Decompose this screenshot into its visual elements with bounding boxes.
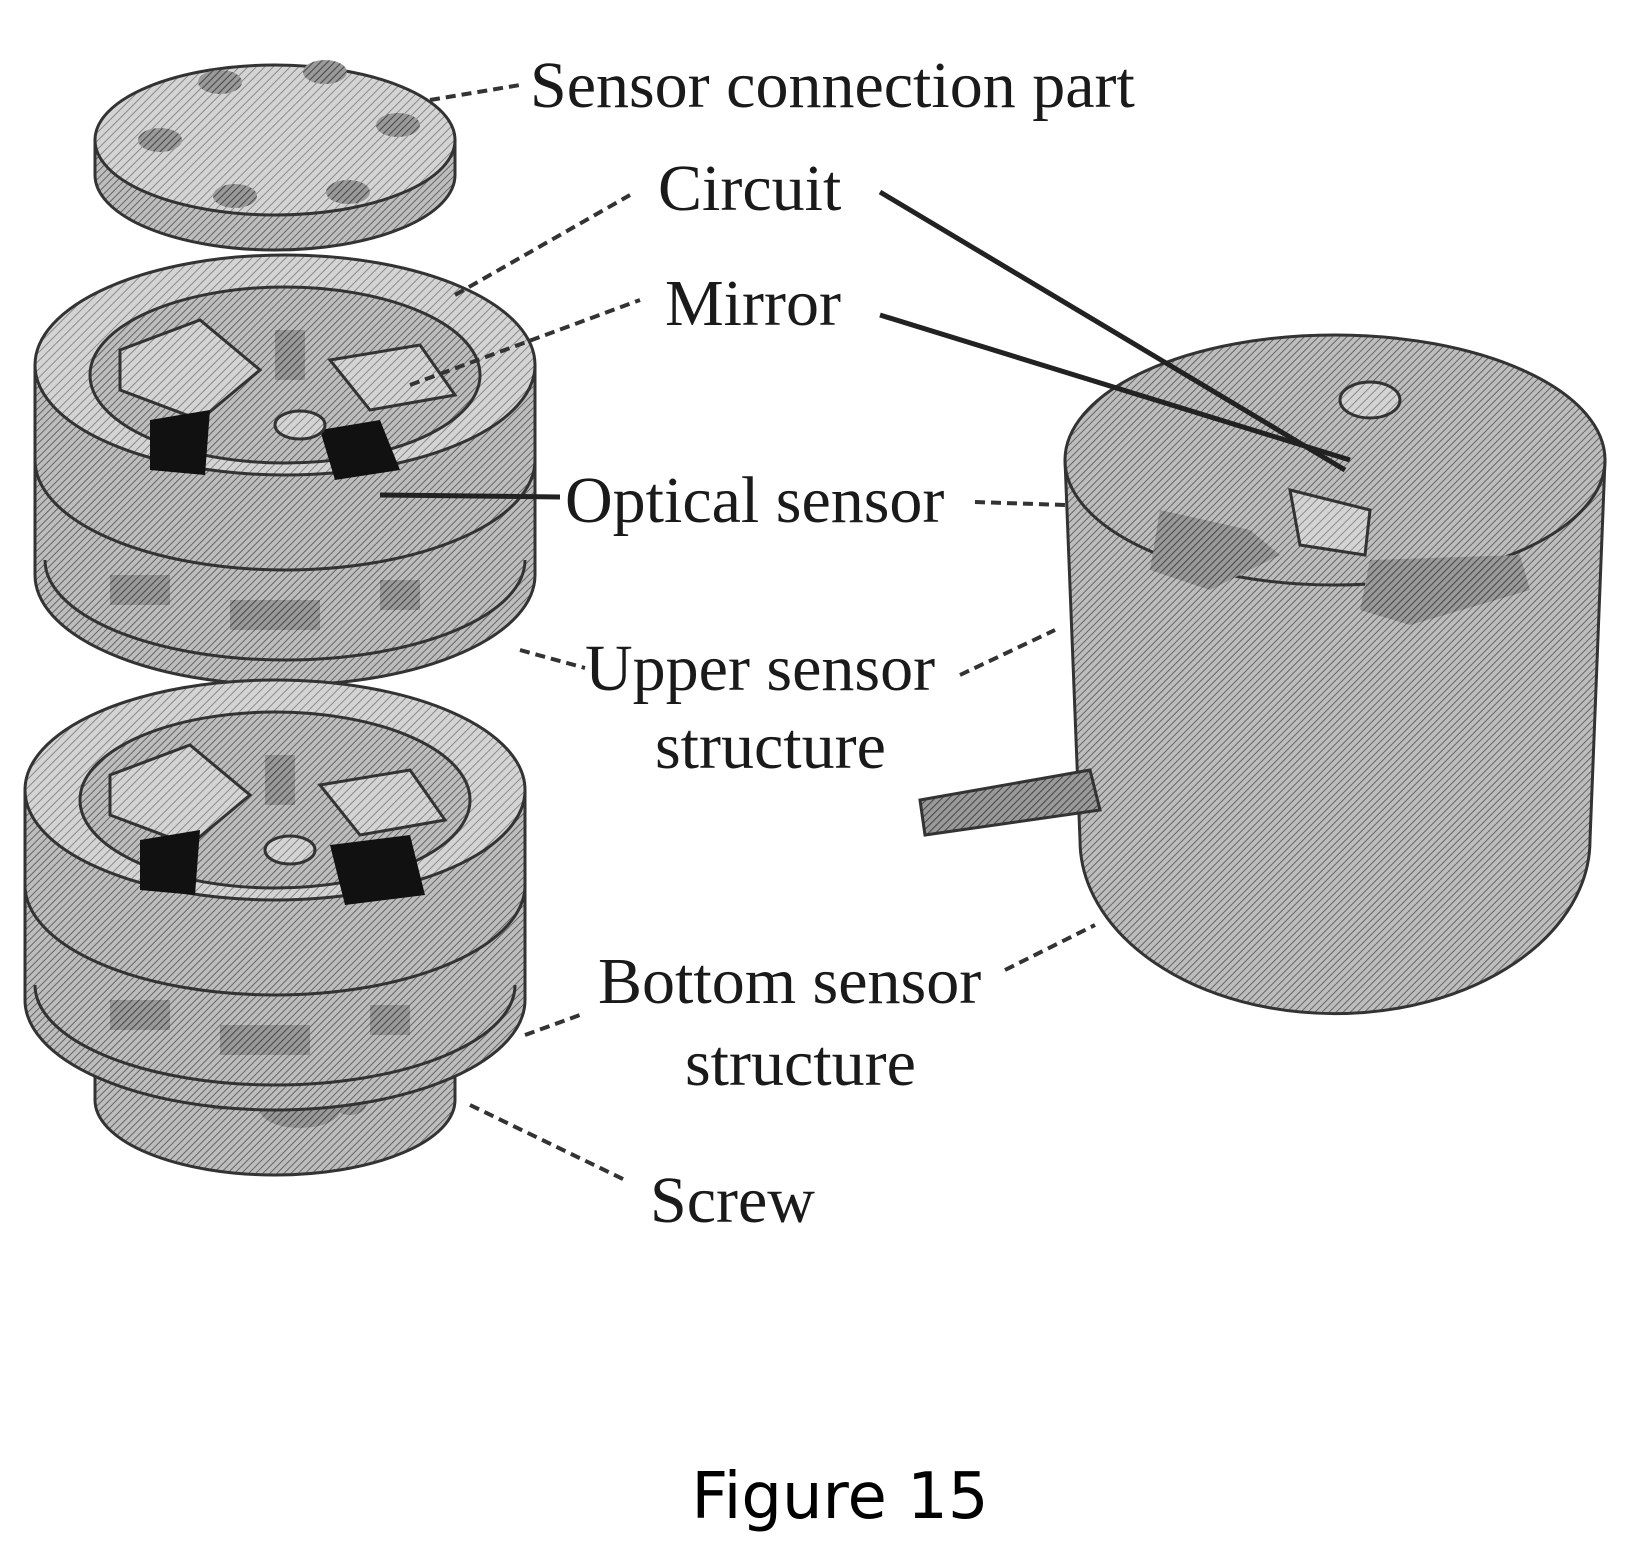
label-upper-sensor-structure-line1: Upper sensor	[585, 632, 935, 705]
label-upper-sensor-structure-line2: structure	[655, 710, 886, 783]
bottom-sensor-structure-body	[25, 680, 525, 1175]
label-mirror: Mirror	[665, 267, 841, 340]
sensor-connection-part-disk	[95, 60, 455, 250]
upper-sensor-structure-body	[35, 255, 535, 685]
label-sensor-connection-part: Sensor connection part	[530, 49, 1135, 122]
label-optical-sensor: Optical sensor	[565, 464, 944, 537]
assembled-sensor	[920, 335, 1605, 1014]
label-bottom-sensor-structure-line2: structure	[685, 1027, 916, 1100]
label-bottom-sensor-structure-line1: Bottom sensor	[598, 945, 981, 1018]
label-screw: Screw	[650, 1164, 815, 1237]
label-circuit: Circuit	[658, 152, 841, 225]
figure-caption: Figure 15	[691, 1460, 988, 1534]
